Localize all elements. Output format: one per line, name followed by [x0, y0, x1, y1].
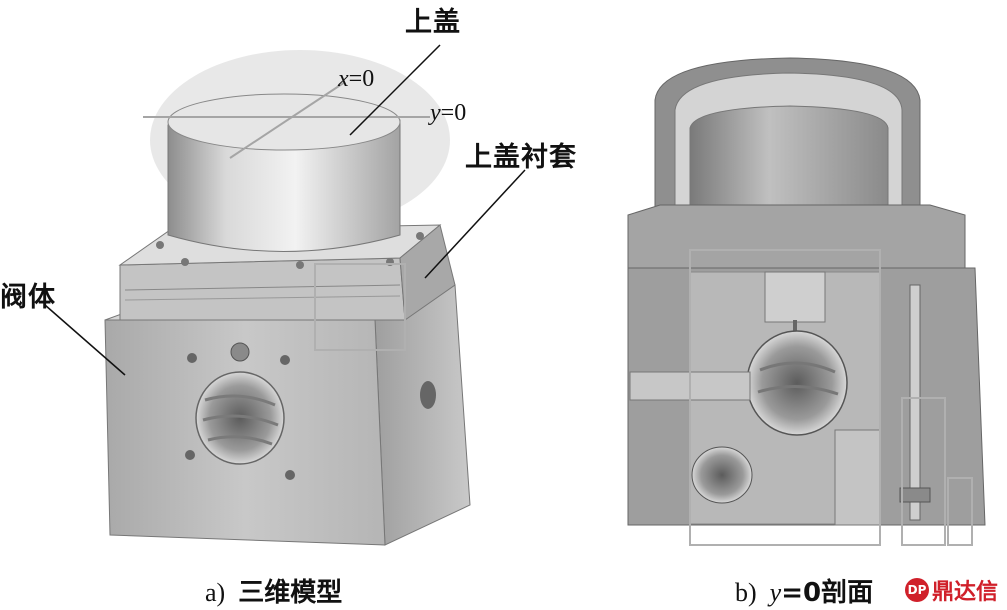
valve-3d-model [44, 44, 526, 546]
caption-b-var: y [769, 578, 782, 607]
caption-b: b) y=0剖面 [735, 572, 873, 609]
x-plane-eq: =0 [348, 66, 375, 92]
watermark-logo-icon: DP [905, 578, 929, 602]
upper-cover-bushing-label: 上盖衬套 [465, 142, 577, 173]
caption-a-prefix: a) [205, 578, 226, 607]
caption-b-text: =0剖面 [781, 578, 874, 608]
caption-b-prefix: b) [735, 578, 757, 607]
watermark: DP 鼎达信 [905, 574, 998, 606]
valve-body-label: 阀体 [0, 282, 56, 313]
x-plane-var: x [338, 66, 349, 92]
y-plane-var: y [430, 100, 441, 126]
upper-cover-label: 上盖 [405, 7, 461, 38]
y-plane-eq: =0 [440, 100, 467, 126]
caption-a: a) 三维模型 [205, 572, 342, 609]
y-plane-label: y=0 [430, 100, 466, 127]
watermark-text: 鼎达信 [932, 580, 999, 605]
valve-section-view [627, 57, 986, 546]
x-plane-label: x=0 [338, 66, 374, 93]
caption-a-text: 三维模型 [238, 578, 343, 608]
